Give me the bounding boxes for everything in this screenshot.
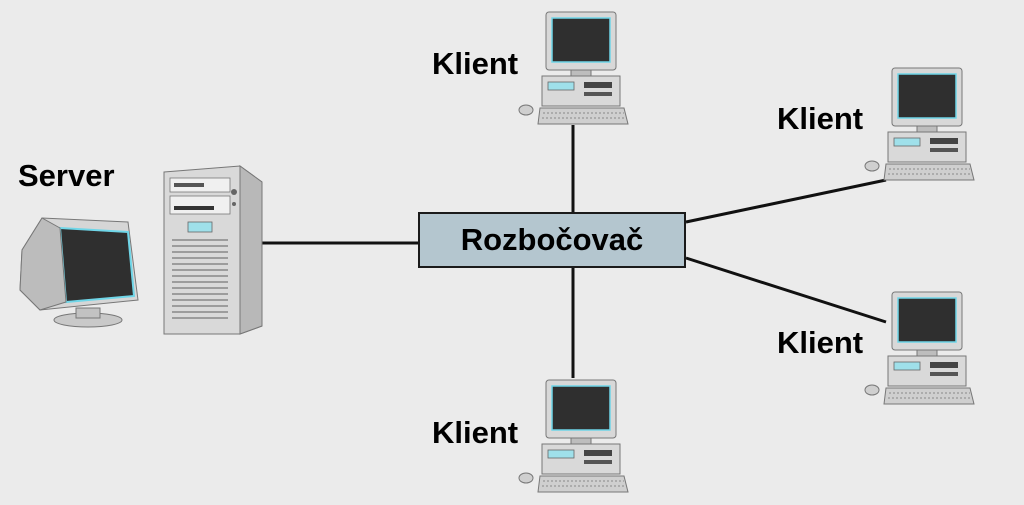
client-computer-icon-bottom [518, 379, 629, 493]
client-label-bottom: Klient [432, 415, 519, 450]
server-label: Server [18, 158, 115, 193]
server-tower-icon [163, 165, 263, 335]
server-monitor-icon [19, 217, 139, 328]
connection-lines [262, 125, 887, 378]
client-label-right-upper: Klient [777, 101, 864, 136]
client-label-right-lower: Klient [777, 325, 864, 360]
hub-label: Rozbočovač [460, 222, 644, 257]
client-computer-icon-top [518, 11, 629, 125]
hub-box: Rozbočovač [418, 212, 686, 268]
link-hub-client-right-upper [685, 178, 887, 224]
client-label-top: Klient [432, 46, 519, 81]
client-computer-icon-right-upper [864, 67, 975, 181]
link-hub-client-right-lower [685, 256, 887, 324]
client-computer-icon-right-lower [864, 291, 975, 405]
